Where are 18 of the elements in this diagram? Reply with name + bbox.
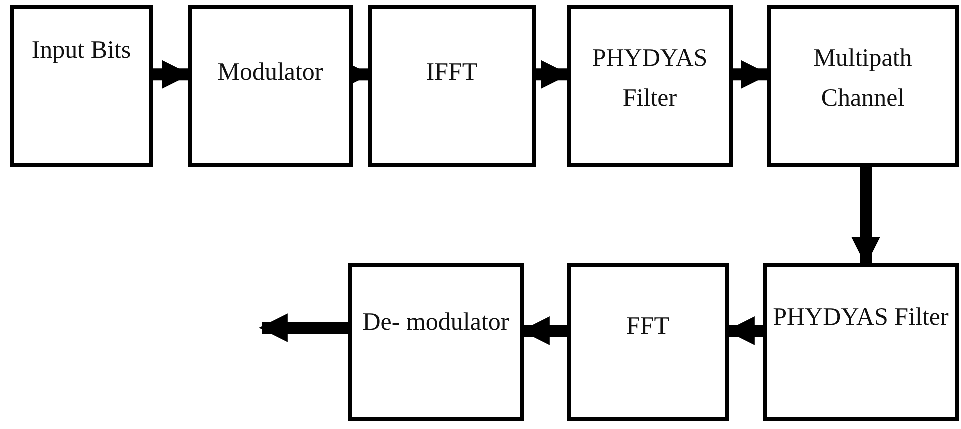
box-label: FFT [626,312,670,342]
box-label: IFFT [426,58,478,88]
box-label: PHYDYAS Filter [773,303,949,333]
box-label: PHYDYAS Filter [591,44,709,114]
process-box [348,263,524,421]
process-box [188,5,353,167]
process-box [567,263,729,421]
process-box [567,5,733,167]
process-box [767,5,959,167]
arrow [259,314,348,342]
process-box [10,5,153,167]
process-box [368,5,536,167]
process-box [763,263,959,421]
box-label: Modulator [218,58,324,88]
box-label: Input Bits [32,36,132,66]
box-label: Multipath Channel [812,44,914,114]
box-label: De- modulator [362,308,510,338]
arrow [852,167,880,266]
